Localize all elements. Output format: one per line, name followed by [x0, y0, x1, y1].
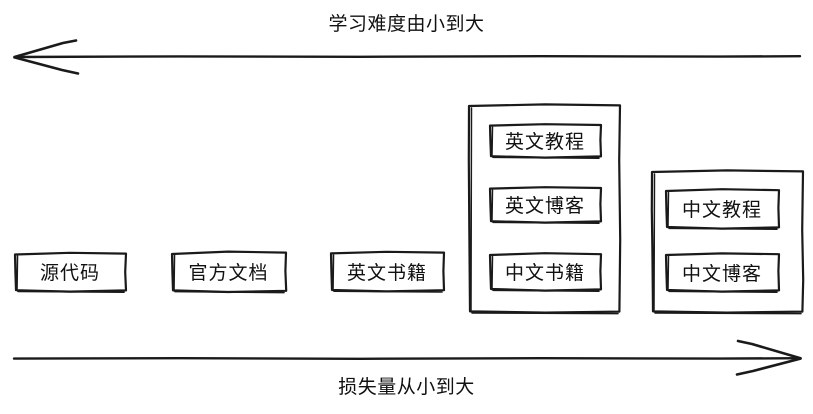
bottom-axis-label: 损失量从小到大 — [338, 376, 475, 398]
top-axis-label: 学习难度由小到大 — [328, 13, 485, 35]
top-axis-arrow — [13, 39, 802, 75]
node-english-books[interactable]: 英文书籍 — [346, 261, 427, 284]
node-english-tutorials[interactable]: 英文教程 — [504, 131, 585, 153]
node-chinese-tutorials[interactable]: 中文教程 — [681, 199, 762, 221]
node-english-blogs[interactable]: 英文博客 — [504, 195, 585, 217]
node-chinese-books[interactable]: 中文书籍 — [504, 262, 585, 284]
node-source-code[interactable]: 源代码 — [39, 262, 100, 284]
node-official-docs[interactable]: 官方文档 — [188, 261, 269, 284]
group-english-resources[interactable] — [468, 104, 620, 312]
bottom-axis-arrow — [12, 339, 802, 376]
node-chinese-blogs[interactable]: 中文博客 — [681, 262, 762, 285]
group-chinese-resources[interactable] — [651, 170, 803, 312]
